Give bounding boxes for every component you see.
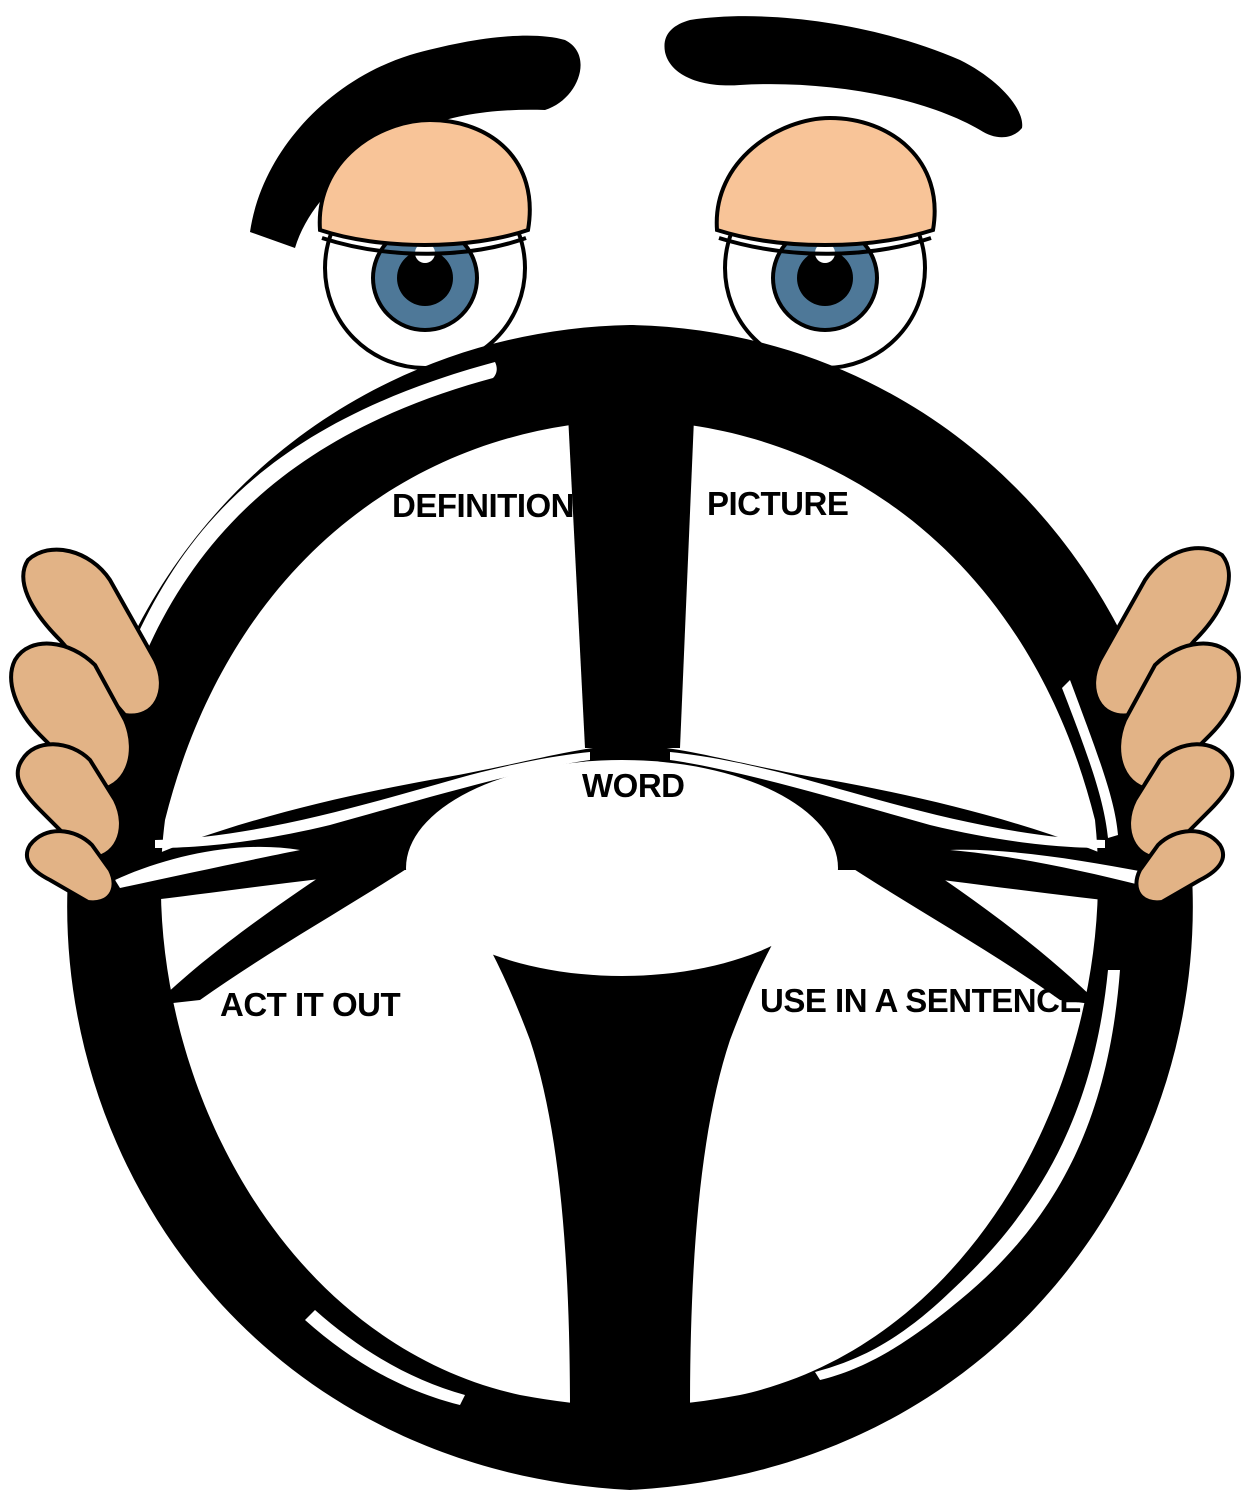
- left-eye-icon: [320, 120, 530, 368]
- label-picture: PICTURE: [707, 485, 848, 522]
- label-act-it-out: ACT IT OUT: [220, 986, 400, 1023]
- right-eye-icon: [717, 118, 935, 368]
- label-use-in-a-sentence: USE IN A SENTENCE: [760, 982, 1081, 1019]
- label-definition: DEFINITION: [392, 487, 574, 524]
- steering-wheel-icon: [67, 325, 1193, 1490]
- label-word: WORD: [582, 767, 684, 804]
